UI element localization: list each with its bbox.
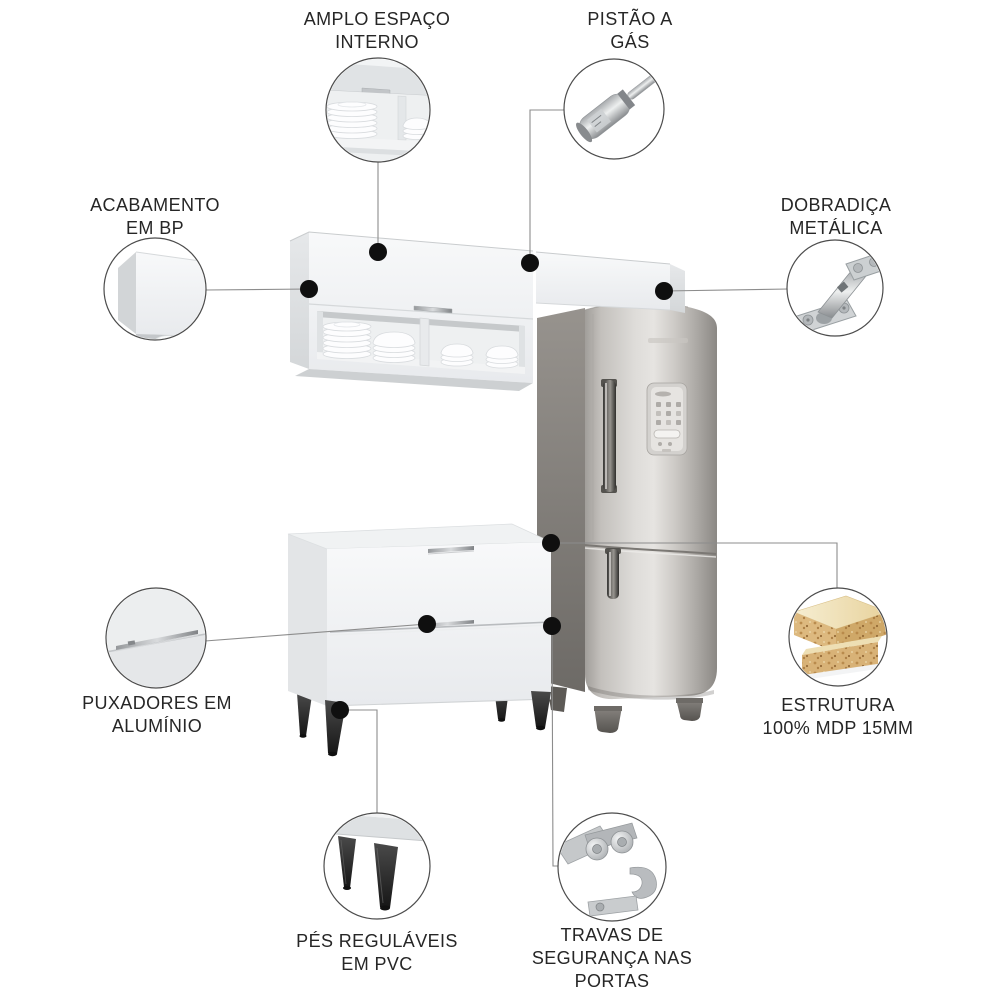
callout-circle-acabamento (103, 237, 207, 341)
wall-cabinet-open-shelf (317, 311, 525, 374)
fridge-feet (594, 698, 703, 733)
callout-line-pes (340, 709, 378, 814)
callout-circle-pistao-gas (563, 58, 665, 160)
callout-line-dobradica (663, 288, 789, 292)
feature-label-pistao-a-gas: PISTÃO A GÁS (587, 9, 673, 52)
callout-dot-dobradica (655, 282, 673, 300)
callout-dot-pistao-gas (521, 254, 539, 272)
gas-piston-icon (576, 60, 663, 143)
feature-label-dobradica-metalica: DOBRADIÇA METÁLICA (780, 195, 892, 238)
callout-dot-travas (543, 617, 561, 635)
feature-label-estrutura-mdp: ESTRUTURA 100% MDP 15MM (762, 695, 914, 738)
feature-label-amplo-espaco-interno: AMPLO ESPAÇO INTERNO (303, 9, 451, 52)
callout-line-pistao-gas (529, 109, 566, 263)
feature-label-travas-seguranca: TRAVAS DE SEGURANÇA NAS PORTAS (531, 925, 693, 991)
callout-circle-dobradica (786, 239, 884, 337)
wall-cabinet (289, 231, 534, 391)
callout-circle-estrutura (788, 587, 888, 687)
door-safety-locks-icon (559, 822, 657, 917)
metal-hinge-icon (796, 253, 882, 333)
callout-line-estrutura (551, 542, 838, 590)
callout-lines (204, 109, 838, 867)
mdp-board-icon (793, 595, 886, 681)
callout-line-puxadores (204, 623, 428, 642)
callout-circle-amplo-espaco (325, 57, 431, 163)
fridge-door-handle (601, 379, 617, 493)
bridge-cabinet (535, 251, 685, 313)
bowls-stack (440, 343, 519, 369)
freezer-handle (605, 548, 621, 599)
callout-dot-pes (331, 701, 349, 719)
callout-line-acabamento (205, 288, 310, 291)
feature-label-pes-regulaveis: PÉS REGULÁVEIS EM PVC (296, 931, 458, 974)
callout-dot-estrutura (542, 534, 560, 552)
callout-dots (300, 243, 673, 719)
callout-dot-acabamento (300, 280, 318, 298)
callout-dot-puxadores (418, 615, 436, 633)
feature-label-acabamento-em-bp: ACABAMENTO EM BP (90, 195, 220, 238)
refrigerator (537, 302, 717, 733)
callout-dot-amplo-espaco (369, 243, 387, 261)
callout-circle-travas (557, 812, 667, 922)
plates-shelf-icon (327, 59, 429, 161)
drawer-handle-top (428, 546, 474, 553)
callout-circle-puxadores (105, 587, 207, 689)
base-cabinet (287, 523, 552, 757)
fridge-brand-mark (648, 338, 688, 343)
callout-line-travas (551, 626, 559, 867)
callout-circle-pes (323, 812, 431, 920)
wall-cabinet-door-handle (413, 305, 453, 314)
fridge-control-panel (646, 382, 688, 456)
feature-label-puxadores-em-aluminio: PUXADORES EM ALUMÍNIO (82, 693, 232, 736)
aluminum-handle-icon (107, 589, 205, 687)
plates-stack (322, 321, 416, 363)
